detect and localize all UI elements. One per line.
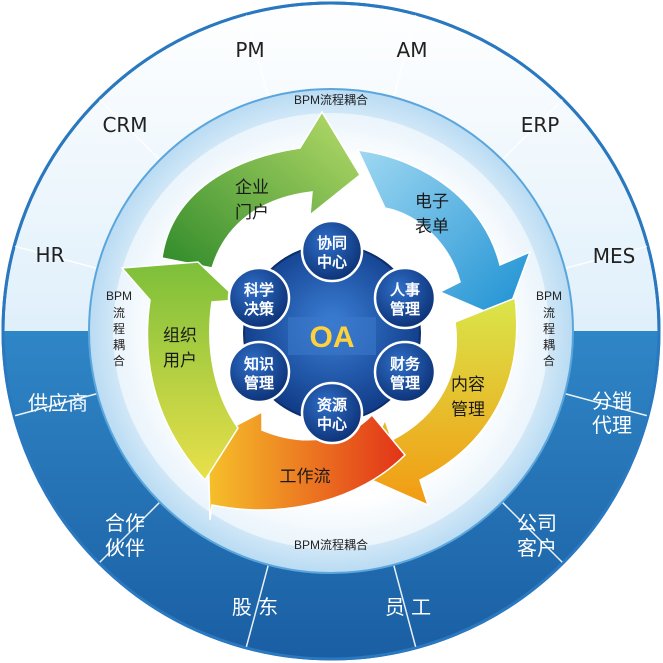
inner-node-caiwu: 财务 管理 — [373, 340, 437, 404]
bpm-label-right-4: 合 — [543, 353, 555, 368]
outer-label-hr: HR — [36, 243, 65, 267]
inner-node-zhishi-line1: 知识 — [244, 355, 274, 373]
bpm-label-left-3: 耦 — [113, 338, 125, 352]
arrow-label-portal-1: 企业 — [235, 178, 269, 198]
segment-divider-11 — [99, 99, 160, 160]
cycle-arrow-group — [120, 110, 532, 521]
outer-label-pm: PM — [235, 38, 264, 62]
arrow-label-content-2: 管理 — [451, 400, 485, 420]
arrow-portal — [161, 110, 361, 269]
arrow-users — [120, 261, 240, 482]
segment-divider-7 — [245, 565, 269, 648]
inner-node-ziyuan-line2: 中心 — [317, 415, 347, 433]
outer-label-fenxiao-2: 代理 — [592, 413, 632, 437]
inner-node-xietong-line1: 协同 — [317, 234, 347, 252]
bpm-label-right-0: BPM — [536, 289, 562, 303]
outer-label-gudong: 股 东 — [232, 595, 278, 619]
bpm-label-group: BPM流程耦合 BPM流程耦合 BPM 流 程 耦 合 BPM 流 程 耦 合 — [106, 92, 562, 552]
bpm-label-right-1: 流 — [543, 306, 555, 320]
outer-label-am: AM — [397, 38, 428, 62]
outer-label-mes: MES — [593, 244, 636, 268]
segment-divider-6 — [393, 565, 417, 648]
outer-label-gongsi-2: 客户 — [517, 536, 557, 560]
inner-node-renshi-line2: 管理 — [390, 300, 420, 318]
bpm-label-top: BPM流程耦合 — [294, 92, 368, 107]
outer-label-hezuo-2: 伙伴 — [105, 536, 145, 560]
bpm-label-left-2: 程 — [113, 321, 125, 336]
inner-node-kexue-line2: 决策 — [244, 300, 275, 318]
inner-node-xietong: 协同 中心 — [300, 219, 364, 283]
inner-node-caiwu-line1: 财务 — [390, 355, 421, 373]
inner-node-ziyuan: 资源 中心 — [300, 381, 364, 445]
segment-divider-2 — [502, 99, 563, 160]
oa-panel — [288, 317, 376, 355]
arrow-label-portal-2: 门户 — [235, 203, 269, 223]
segment-divider-5 — [502, 502, 563, 563]
bpm-label-left-0: BPM — [106, 289, 132, 303]
outer-label-gongsi-1: 公司 — [517, 511, 557, 535]
inner-node-ziyuan-line1: 资源 — [317, 396, 347, 414]
inner-node-renshi: 人事 管理 — [373, 266, 437, 330]
outer-label-erp: ERP — [521, 113, 560, 137]
outer-label-gongying: 供应商 — [28, 391, 88, 415]
outer-label-group: PM AM ERP MES 分销 代理 公司 客户 员 工 股 东 合作 伙伴 … — [28, 38, 635, 619]
arrow-label-group: 企业 门户 电子 表单 内容 管理 工作流 组织 用户 — [163, 178, 485, 487]
outer-label-yuangong: 员 工 — [385, 595, 431, 619]
segment-divider-1 — [393, 14, 417, 97]
segment-divider-3 — [565, 245, 648, 269]
arrow-label-workflow: 工作流 — [280, 467, 331, 487]
segment-divider-10 — [14, 245, 97, 269]
outer-label-hezuo-1: 合作 — [105, 511, 145, 535]
arrow-label-eform-1: 电子 — [415, 192, 449, 212]
inner-node-kexue: 科学 决策 — [227, 266, 291, 330]
inner-node-group: 协同 中心 人事 管理 财务 管理 资源 中心 知识 管理 科学 决策 — [227, 219, 437, 445]
outer-label-crm: CRM — [102, 113, 147, 137]
inner-node-xietong-line2: 中心 — [317, 253, 347, 271]
bpm-label-right-3: 耦 — [543, 338, 555, 352]
inner-node-zhishi: 知识 管理 — [227, 340, 291, 404]
arrow-eform — [356, 149, 532, 322]
inner-node-renshi-line1: 人事 — [390, 281, 420, 299]
outer-label-fenxiao-1: 分销 — [592, 389, 632, 413]
arrow-label-users-1: 组织 — [163, 326, 197, 346]
inner-node-caiwu-line2: 管理 — [390, 374, 420, 392]
segment-divider-4 — [565, 393, 648, 417]
segment-divider-9 — [14, 393, 97, 417]
arrow-label-eform-2: 表单 — [415, 217, 449, 237]
arrow-label-users-2: 用户 — [163, 351, 197, 371]
oa-label: OA — [310, 321, 355, 354]
segment-divider-8 — [99, 502, 160, 563]
bpm-label-left-1: 流 — [113, 306, 125, 320]
bpm-label-left-4: 合 — [113, 353, 125, 368]
bpm-label-bottom: BPM流程耦合 — [294, 537, 368, 552]
arrow-label-content-1: 内容 — [451, 375, 485, 395]
bpm-label-right-2: 程 — [543, 321, 555, 336]
segment-divider-0 — [245, 14, 269, 97]
inner-node-zhishi-line2: 管理 — [244, 374, 274, 392]
inner-node-kexue-line1: 科学 — [244, 281, 274, 299]
